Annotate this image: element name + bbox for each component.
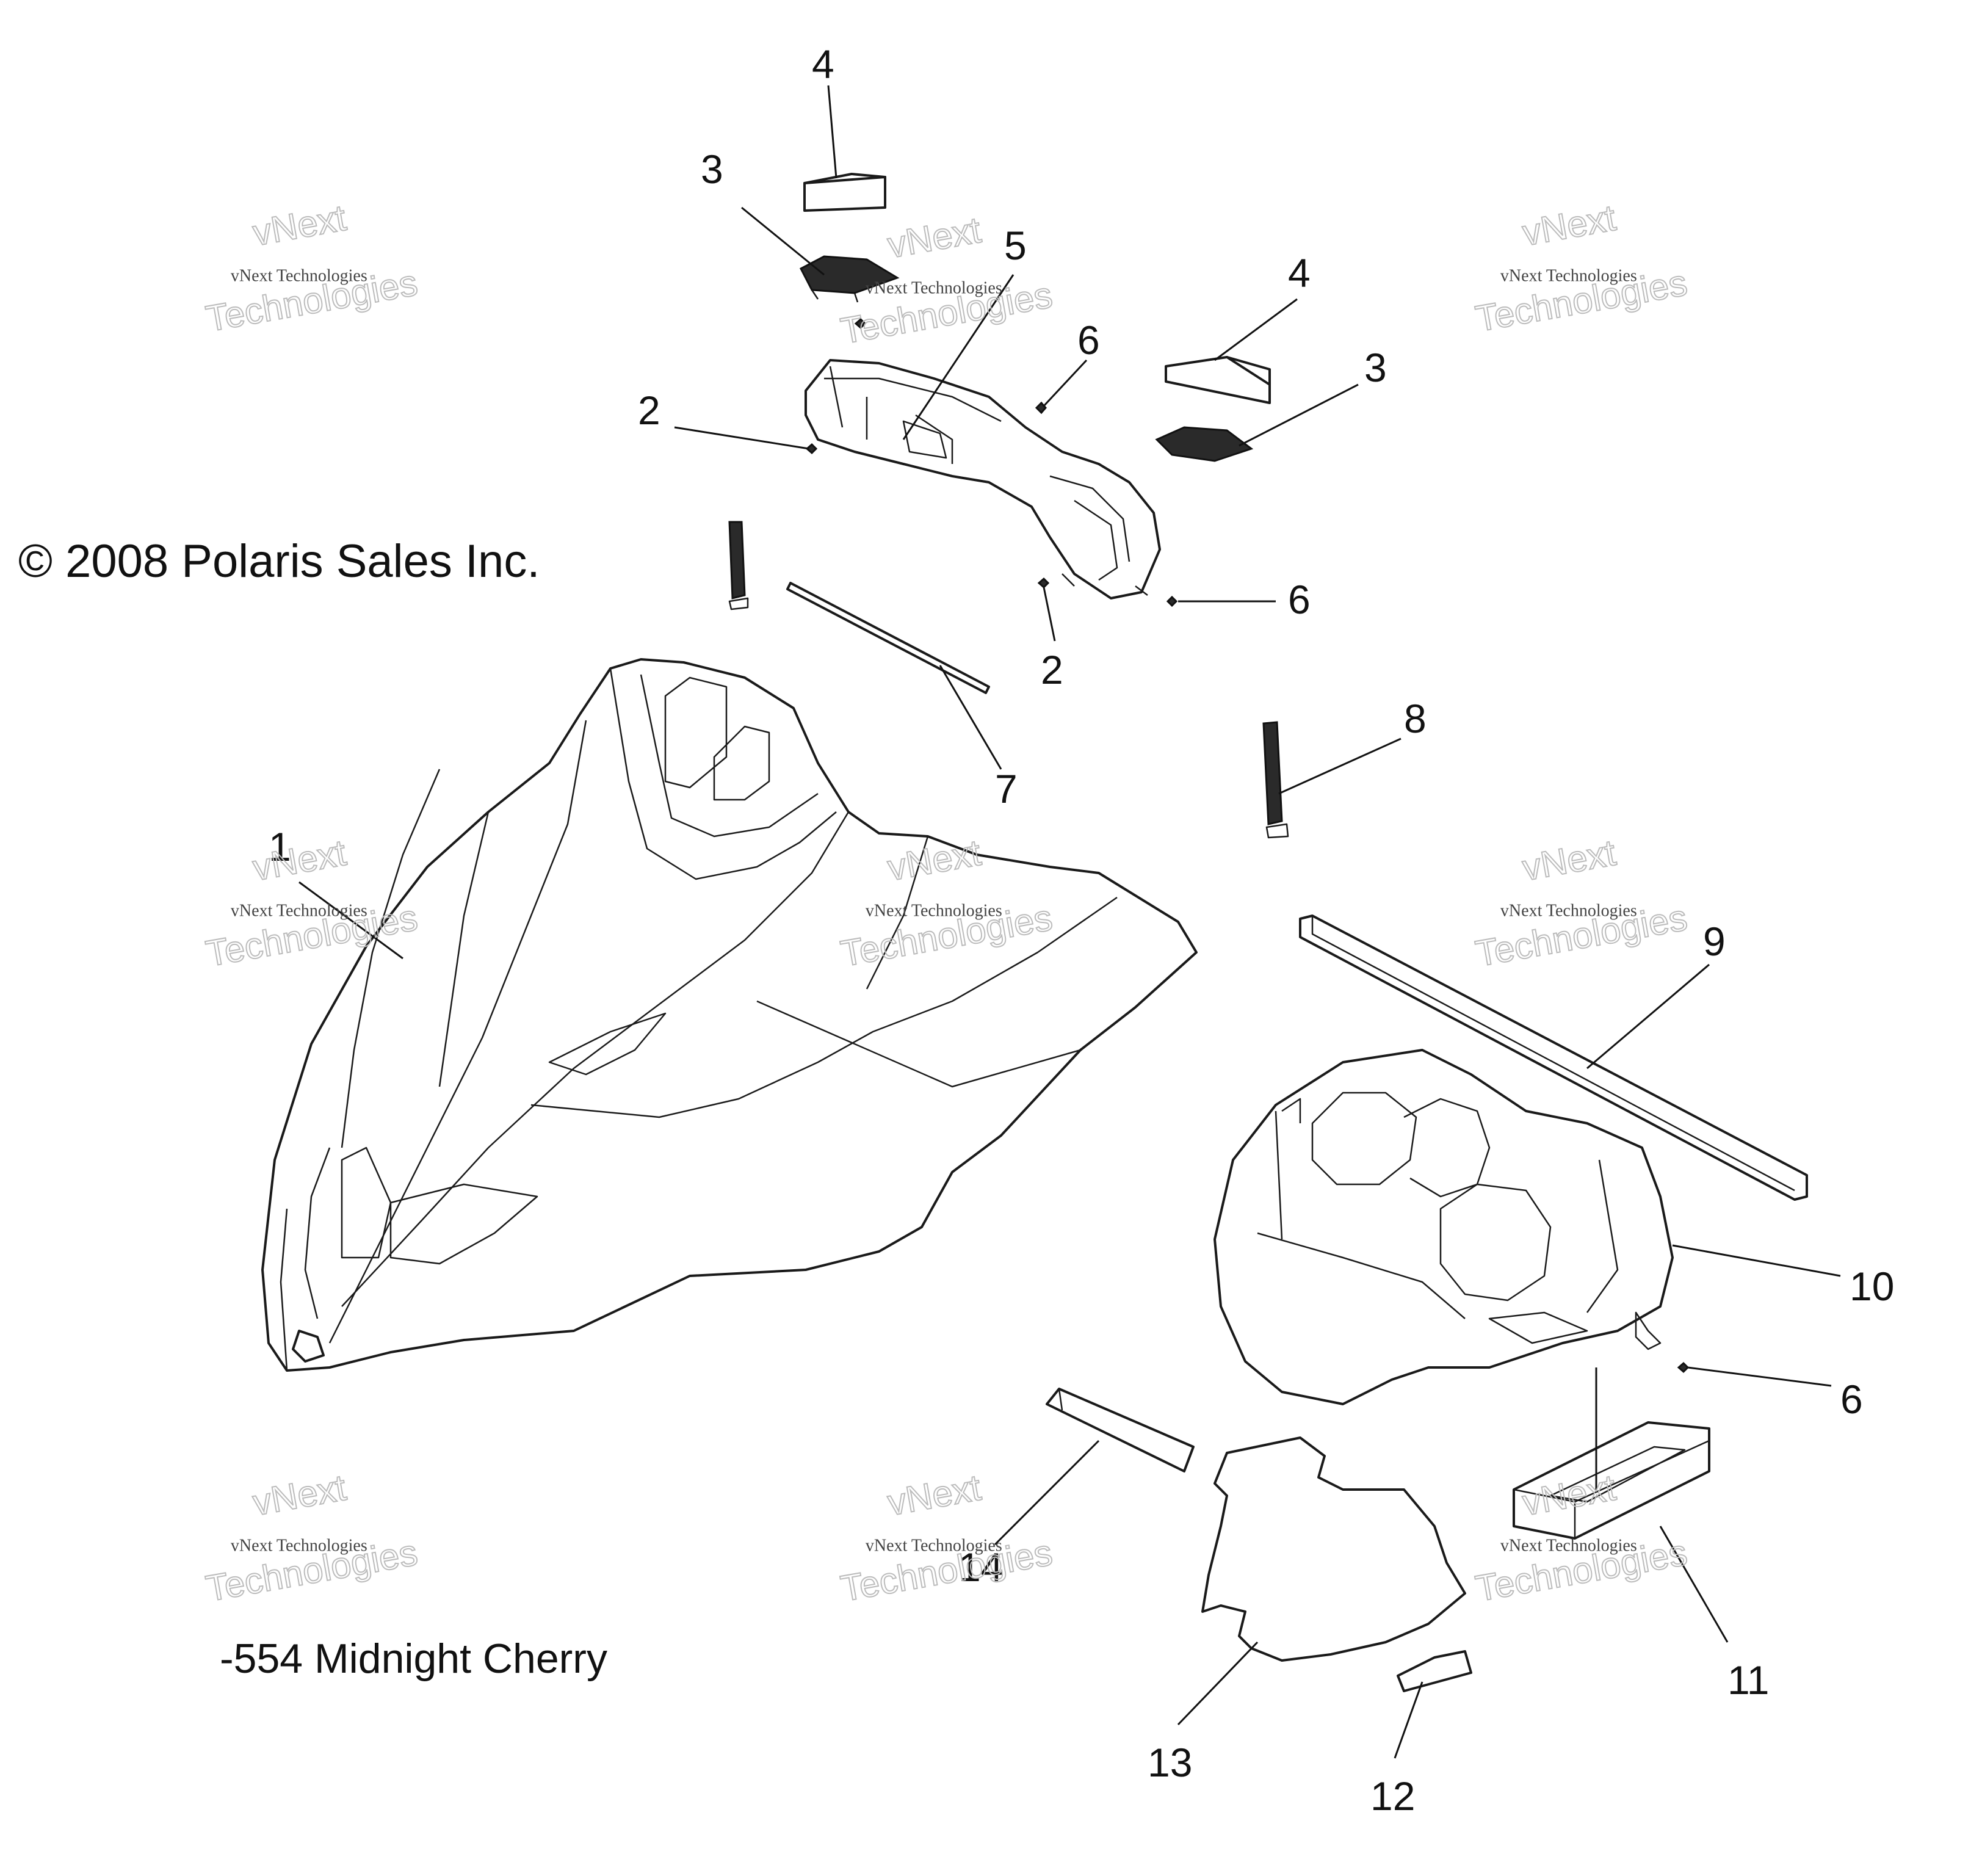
callouts: 4 3 5 4 6 3 2 6 2 8 7 1 9 10 6 14 11 13 … [269, 42, 1894, 1819]
svg-text:vNext: vNext [1519, 832, 1619, 889]
leader-14 [994, 1440, 1100, 1546]
callout-3-upper: 3 [701, 147, 723, 192]
leader-lines [298, 85, 1841, 1759]
callout-2-upper: 2 [638, 388, 660, 433]
part-8-strap-right [1262, 721, 1289, 839]
part-4-right-wedge [1165, 356, 1271, 404]
svg-text:vNext: vNext [884, 209, 984, 266]
svg-text:vNext Technologies: vNext Technologies [1500, 267, 1637, 286]
watermark-7: vNext vNext Technologies Technologies [202, 1466, 421, 1610]
callout-13: 13 [1148, 1740, 1192, 1785]
fastener-part-2-lower [1037, 577, 1050, 589]
watermark-3: vNext vNext Technologies Technologies [1472, 197, 1691, 340]
svg-text:vNext Technologies: vNext Technologies [866, 279, 1002, 298]
leader-4-right [1214, 298, 1298, 361]
watermark-8: vNext vNext Technologies Technologies [837, 1466, 1056, 1610]
fastener-top-small [854, 317, 867, 330]
callout-9: 9 [1703, 919, 1726, 964]
part-3-upper-bracket [799, 255, 900, 303]
part-7-rod [786, 582, 990, 694]
leader-1 [298, 881, 403, 960]
callout-7: 7 [995, 766, 1018, 811]
part-12-pad [1397, 1650, 1472, 1692]
leader-13 [1177, 1641, 1259, 1726]
part-9-bar [1299, 914, 1808, 1201]
watermark-1: vNext vNext Technologies Technologies [202, 197, 421, 340]
watermark-6: vNext vNext Technologies Technologies [1472, 831, 1691, 975]
svg-text:vNext: vNext [250, 1467, 349, 1524]
callout-8: 8 [1404, 696, 1427, 741]
watermark-4: vNext vNext Technologies Technologies [202, 831, 421, 975]
callout-4-upper: 4 [812, 42, 834, 87]
part-3-right-bracket [1155, 426, 1254, 462]
leader-4-upper [827, 85, 837, 179]
callout-4-right: 4 [1288, 250, 1311, 295]
callout-2-lower: 2 [1041, 647, 1063, 692]
callout-6-lower: 6 [1840, 1377, 1863, 1422]
svg-text:vNext: vNext [250, 197, 349, 254]
callout-1: 1 [269, 824, 291, 869]
leader-3-right [1239, 383, 1359, 447]
leader-9 [1586, 963, 1710, 1070]
svg-text:vNext Technologies: vNext Technologies [1500, 1537, 1637, 1555]
leader-5 [902, 274, 1015, 440]
leader-3-upper [741, 206, 825, 276]
svg-text:vNext Technologies: vNext Technologies [231, 902, 367, 921]
part-5-console-housing [805, 359, 1161, 599]
svg-text:vNext: vNext [884, 832, 984, 889]
leader-12 [1394, 1681, 1423, 1759]
svg-text:vNext Technologies: vNext Technologies [866, 902, 1002, 921]
part-14-foam-strip [1046, 1388, 1195, 1472]
part-4-upper-wedge [803, 173, 886, 212]
color-note-text: -554 Midnight Cherry [220, 1635, 607, 1682]
part-1-hood [261, 658, 1198, 1372]
copyright-text: © 2008 Polaris Sales Inc. [18, 535, 540, 587]
svg-text:vNext: vNext [1519, 1467, 1619, 1524]
svg-text:vNext Technologies: vNext Technologies [231, 267, 367, 286]
leader-8 [1278, 737, 1402, 795]
callout-10: 10 [1850, 1264, 1894, 1309]
leader-7 [939, 665, 1002, 770]
leader-10 [1672, 1244, 1841, 1277]
leader-6-upper [1043, 359, 1088, 407]
callout-14: 14 [958, 1545, 1003, 1590]
part-8-strap-left [728, 521, 749, 610]
watermark-5: vNext vNext Technologies Technologies [837, 831, 1056, 975]
leader-6-lower [1687, 1366, 1832, 1387]
svg-text:vNext Technologies: vNext Technologies [1500, 902, 1637, 921]
callout-12: 12 [1370, 1773, 1415, 1819]
svg-text:vNext: vNext [250, 832, 349, 889]
callout-11: 11 [1727, 1657, 1770, 1703]
part-13-insulator [1201, 1436, 1466, 1662]
callout-5: 5 [1004, 223, 1027, 268]
leader-2-lower [1043, 587, 1056, 642]
part-11-tray [1513, 1421, 1710, 1540]
svg-text:vNext Technologies: vNext Technologies [231, 1537, 367, 1555]
fastener-part-2-upper [805, 443, 818, 455]
svg-text:vNext: vNext [1519, 197, 1619, 254]
callout-3-right: 3 [1364, 345, 1387, 390]
part-10-inner-housing [1213, 1049, 1674, 1405]
svg-text:vNext Technologies: vNext Technologies [866, 1537, 1002, 1555]
leader-2-upper [674, 426, 809, 450]
callout-6-mid: 6 [1288, 577, 1311, 622]
fastener-part-6-mid [1166, 595, 1178, 607]
svg-text:vNext: vNext [884, 1467, 984, 1524]
leader-11 [1659, 1526, 1729, 1643]
callout-6-upper: 6 [1077, 317, 1100, 363]
fastener-part-6-lower [1677, 1361, 1690, 1374]
